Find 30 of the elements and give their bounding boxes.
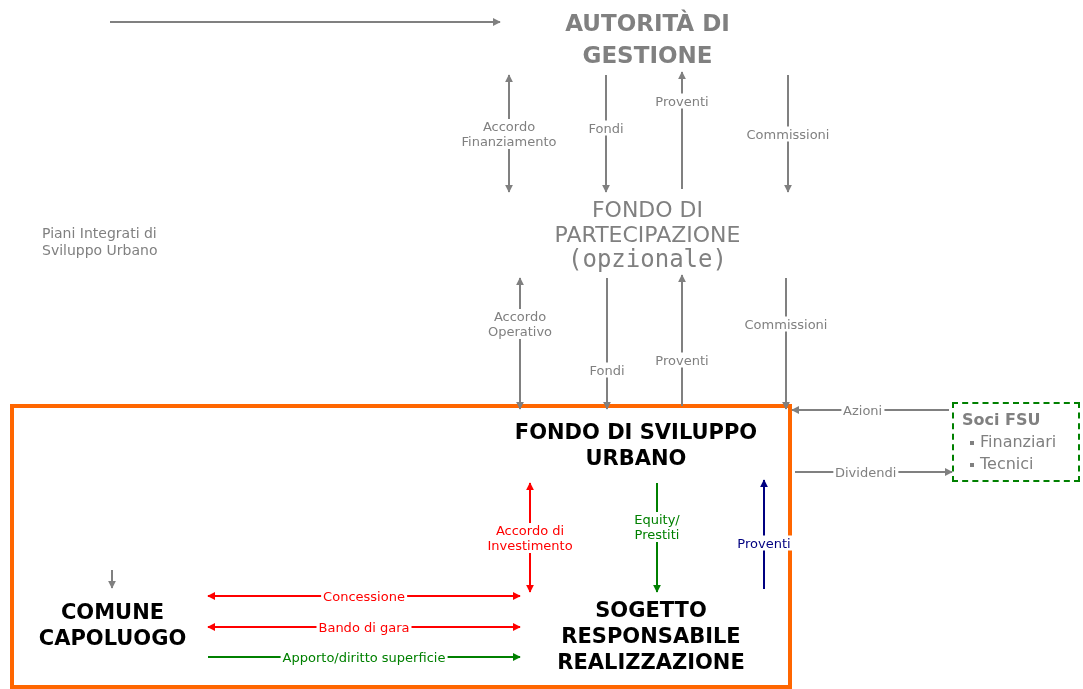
entity-label: FONDO DI PARTECIPAZIONE	[553, 196, 742, 246]
edge-label: Commissioni	[742, 316, 830, 332]
edge-label: Commissioni	[744, 126, 832, 141]
edge-label: Bando di gara	[316, 619, 412, 635]
edge-label: Dividendi	[833, 464, 899, 480]
entity-label: SOGETTO RESPONSABILE REALIZZAZIONE	[556, 597, 746, 675]
entity-label: COMUNE CAPOLUOGO	[37, 599, 188, 651]
arrow	[109, 18, 501, 26]
edge-label: Proventi	[653, 352, 711, 368]
entity-note: (opzionale)	[567, 246, 728, 271]
arrow	[678, 71, 686, 190]
box-heading: Soci FSU	[962, 410, 1041, 430]
arrow	[602, 74, 610, 193]
member-box	[952, 402, 1080, 482]
edge-label: Apporto/diritto superficie	[280, 649, 448, 665]
entity-label: AUTORITÀ DI GESTIONE	[564, 8, 731, 70]
edge-label: Azioni	[841, 402, 885, 418]
edge-label: Proventi	[653, 93, 711, 109]
arrow	[784, 74, 792, 193]
arrow	[678, 274, 686, 407]
frame-box	[10, 404, 792, 689]
edge-label: Proventi	[735, 535, 793, 551]
edge-label: Concessione	[321, 588, 407, 604]
arrow	[603, 277, 611, 410]
entity-label: FONDO DI SVILUPPO URBANO	[513, 418, 759, 471]
arrow	[108, 569, 116, 589]
note-text: Piani Integrati di Sviluppo Urbano	[42, 225, 159, 259]
edge-label: Fondi	[586, 120, 626, 136]
arrow	[782, 277, 790, 410]
edge-label: Fondi	[587, 362, 627, 378]
